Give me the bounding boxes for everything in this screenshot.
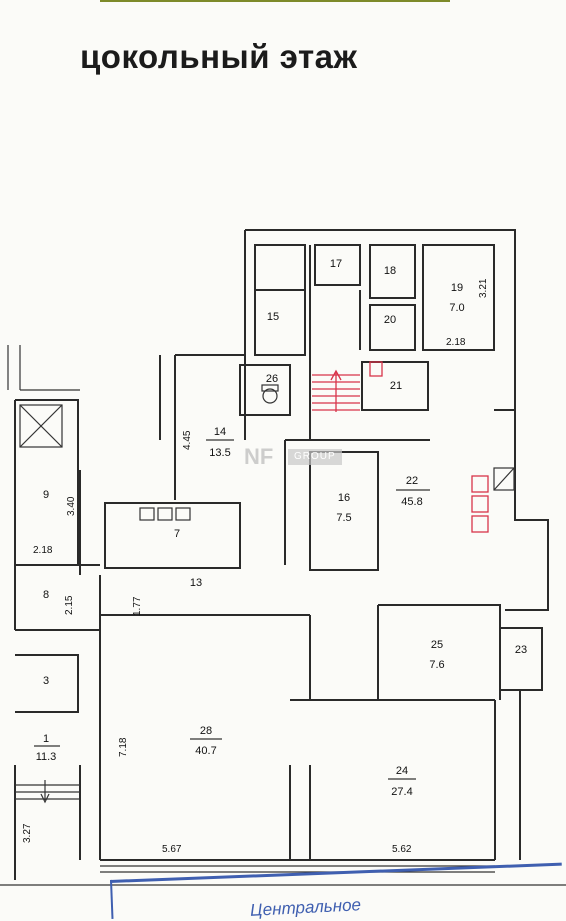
room-19-number: 19: [451, 282, 463, 294]
room-24-number: 24: [396, 765, 408, 777]
wall-segment: [15, 399, 79, 566]
room-28-number: 28: [200, 725, 212, 737]
wall-segment: [314, 244, 361, 286]
nf-group-watermark: NF GROUP: [226, 444, 352, 470]
wall-segment: [15, 654, 79, 713]
room-25-area: 7.6: [429, 659, 444, 671]
page-title: цокольный этаж: [80, 38, 358, 75]
wall-segment: [309, 451, 379, 571]
wall-segment: [239, 364, 291, 416]
room-8-number: 8: [43, 589, 49, 601]
wall-segment: [422, 244, 495, 351]
dimension-labels: 3.21 2.18 4.45 3.40 2.18 2.15 1.77 7.18 …: [22, 278, 489, 855]
dimension-3-27: 3.27: [22, 823, 33, 843]
wall-segment: [369, 244, 416, 299]
radiators: [139, 361, 515, 533]
room-1-area: 11.3: [36, 751, 57, 763]
staircase: [312, 369, 360, 412]
wall-segment: [104, 502, 241, 569]
room-26-number: 26: [266, 373, 278, 385]
wall-segment: [254, 244, 306, 356]
room-13-number: 13: [190, 577, 202, 589]
room-22-area: 45.8: [401, 496, 422, 508]
room-21-number: 21: [390, 380, 402, 392]
entrance-arrow: [15, 780, 80, 804]
dimension-5-67: 5.67: [162, 844, 182, 855]
elevator-shaft: [19, 404, 63, 448]
room-3-number: 3: [43, 675, 49, 687]
facade-band: [0, 865, 566, 886]
wall-segment: [369, 304, 416, 351]
toilet-fixture: [261, 384, 279, 404]
room-16-area: 7.5: [336, 512, 351, 524]
wall-segment: [500, 627, 543, 691]
dimension-7-18: 7.18: [118, 737, 129, 757]
dimension-5-62: 5.62: [392, 844, 412, 855]
wall-segment: [7, 345, 80, 391]
room-1-number: 1: [43, 733, 49, 745]
wall-segment: [245, 229, 516, 410]
wall-segment: [505, 555, 549, 611]
room-9-number: 9: [43, 489, 49, 501]
wall-segment: [361, 361, 429, 411]
dimension-2-18-left: 2.18: [33, 545, 53, 556]
dimension-2-15: 2.15: [64, 595, 75, 615]
dimension-3-40: 3.40: [66, 496, 77, 516]
room-23-number: 23: [515, 644, 527, 656]
room-18-number: 18: [384, 265, 396, 277]
room-17-number: 17: [330, 258, 342, 270]
dimension-4-45: 4.45: [182, 430, 193, 450]
room-15-number: 15: [267, 311, 279, 323]
room-24-area: 27.4: [391, 786, 412, 798]
room-19-area: 7.0: [449, 302, 464, 314]
room-16-number: 16: [338, 492, 350, 504]
room-labels: 1 11.3 3 7 8 9 13 14 13.5 15 16 7.5 17 1…: [34, 258, 527, 798]
room-14-area: 13.5: [209, 447, 230, 459]
dimension-2-18-top: 2.18: [446, 337, 466, 348]
wall-segment: [378, 604, 501, 700]
dimension-3-21: 3.21: [478, 278, 489, 298]
room-22-number: 22: [406, 475, 418, 487]
wall-segment: [494, 409, 549, 555]
room-14-number: 14: [214, 426, 226, 438]
room-28-area: 40.7: [195, 745, 216, 757]
watermark-mark: NF: [244, 444, 274, 469]
dimension-1-77: 1.77: [132, 596, 143, 616]
walls: [7, 229, 549, 880]
room-7-number: 7: [174, 528, 180, 540]
watermark-word: GROUP: [288, 449, 342, 465]
room-25-number: 25: [431, 639, 443, 651]
room-20-number: 20: [384, 314, 396, 326]
top-rule: [100, 0, 450, 2]
